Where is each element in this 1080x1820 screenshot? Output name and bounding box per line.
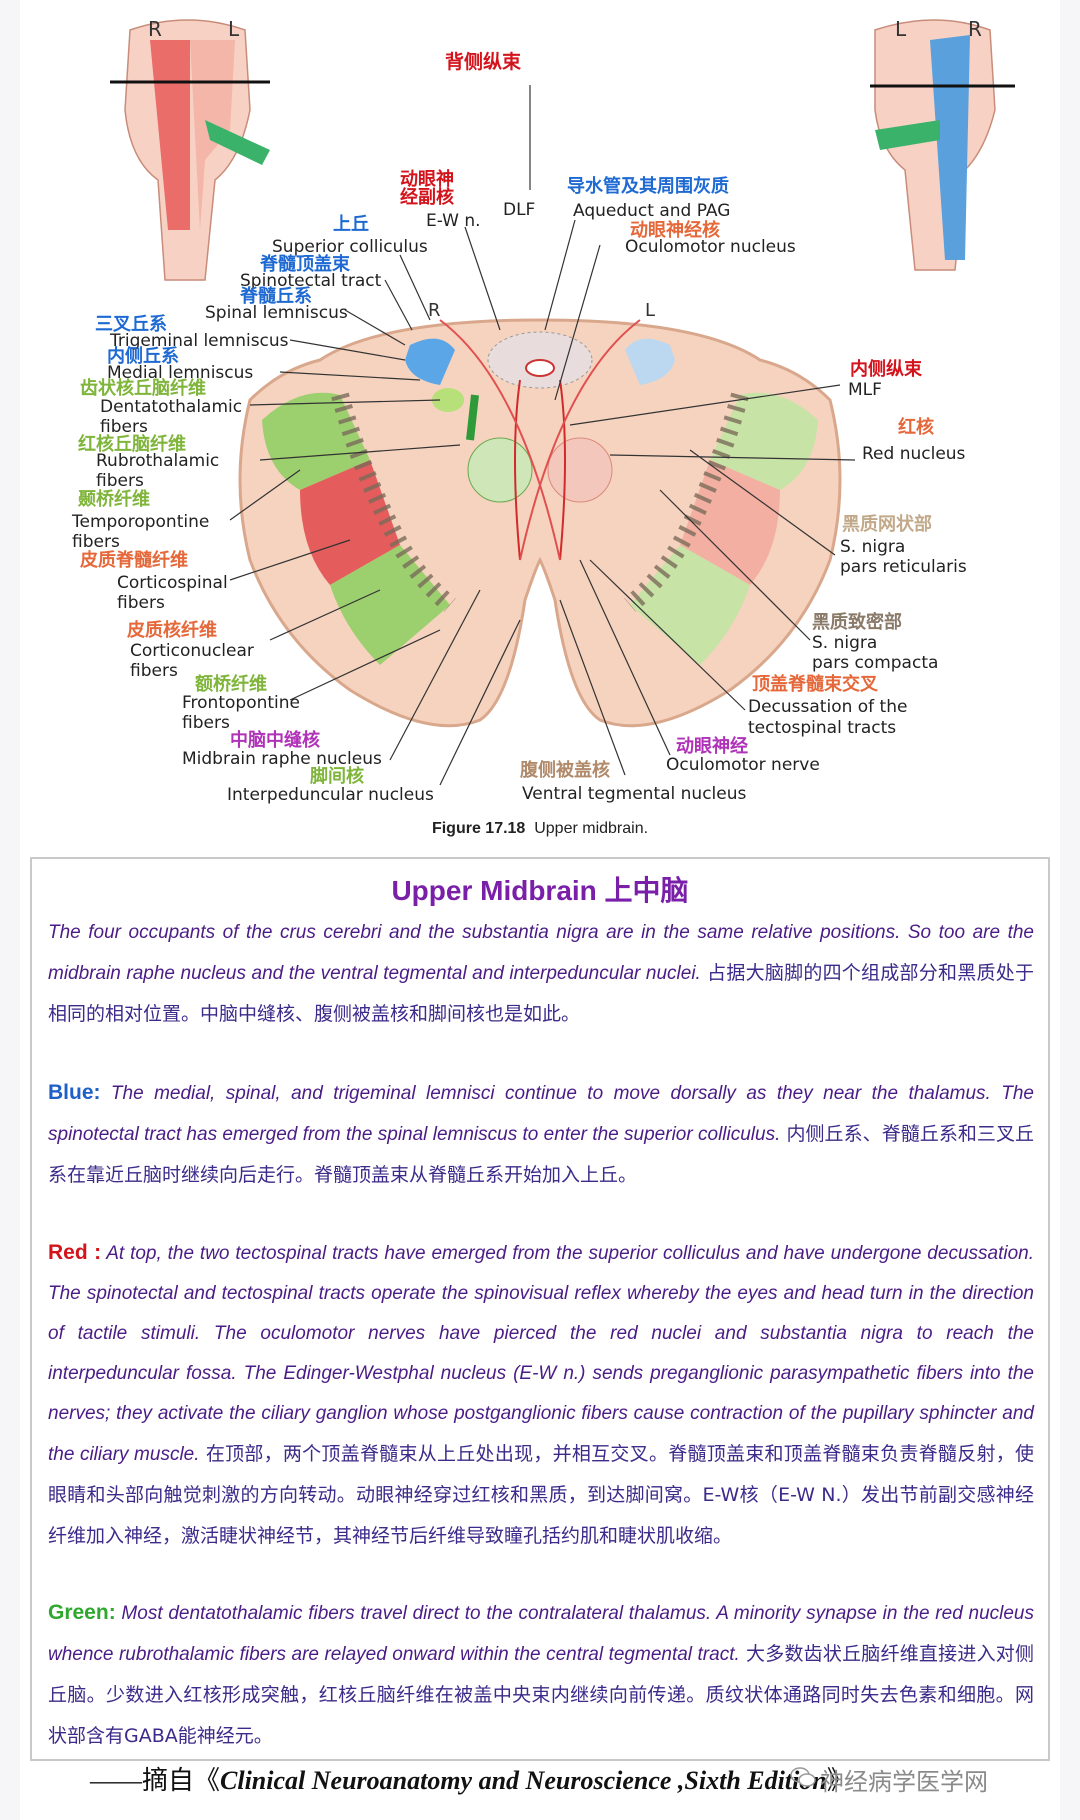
left-key-r: R xyxy=(148,17,162,41)
label-temporopontine-2: fibers xyxy=(72,532,120,552)
green-cn: 大多数齿状丘脑纤维直接进入对侧丘脑。少数进入红核形成突触，红核丘脑纤维在被盖中央… xyxy=(48,1643,1035,1747)
right-key-r: R xyxy=(968,17,982,41)
footer-suffix: 》 xyxy=(826,1766,853,1795)
wechat-icon xyxy=(790,1767,816,1787)
blue-en: The medial, spinal, and trigeminal lemni… xyxy=(48,1083,1034,1145)
label-dentatothalamic-cn: 齿状核丘脑纤维 xyxy=(80,377,206,399)
right-brainstem-key: L R xyxy=(870,17,1015,271)
label-snc-2: pars compacta xyxy=(812,653,938,673)
green-en: Most dentatothalamic fibers travel direc… xyxy=(48,1603,1034,1665)
label-temporopontine-cn: 颞桥纤维 xyxy=(77,488,150,510)
label-corticonuclear-2: fibers xyxy=(130,661,178,681)
label-vta: Ventral tegmental nucleus xyxy=(522,784,747,804)
label-spinotectal-cn: 脊髓顶盖束 xyxy=(259,253,351,275)
label-interpeduncular-cn: 脚间核 xyxy=(310,765,364,787)
label-oculomotor-nerve: Oculomotor nerve xyxy=(666,755,820,775)
label-frontopontine-1: Frontopontine xyxy=(182,693,300,713)
label-dlf: DLF xyxy=(503,200,535,220)
red-tag: Red : xyxy=(48,1241,102,1264)
footer-prefix: ——摘自《 xyxy=(90,1766,221,1795)
label-mlf-cn: 内侧纵束 xyxy=(850,358,923,380)
label-interpeduncular: Interpeduncular nucleus xyxy=(227,785,434,805)
blue-tag: Blue: xyxy=(48,1081,101,1104)
label-dentatothalamic-1: Dentatothalamic xyxy=(100,397,242,417)
label-trigeminal: Trigeminal lemniscus xyxy=(109,331,289,351)
label-medial-lemniscus-cn: 内侧丘系 xyxy=(107,345,179,367)
label-snc-1: S. nigra xyxy=(812,633,877,653)
left-key-l: L xyxy=(228,17,240,41)
red-cn: 在顶部，两个顶盖脊髓束从上丘处出现，并相互交叉。脊髓顶盖束和顶盖脊髓束负责脊髓反… xyxy=(48,1443,1034,1547)
label-oculomotor-nerve-cn: 动眼神经 xyxy=(676,735,748,757)
figure-labels: 背侧纵束 DLF 动眼神 经副核 E-W n. 导水管及其周围灰质 Aquedu… xyxy=(71,50,967,805)
label-snc-cn: 黑质致密部 xyxy=(812,611,902,633)
footer-book-title: Clinical Neuroanatomy and Neuroscience ,… xyxy=(220,1766,827,1795)
label-corticospinal-cn: 皮质脊髓纤维 xyxy=(80,549,188,571)
label-snr-2: pars reticularis xyxy=(840,557,967,577)
label-red-nucleus-cn: 红核 xyxy=(898,416,934,438)
label-corticospinal-2: fibers xyxy=(117,593,165,613)
label-sup-colliculus: Superior colliculus xyxy=(272,237,428,257)
label-trigeminal-cn: 三叉丘系 xyxy=(95,314,167,335)
right-key-l: L xyxy=(895,17,907,41)
midbrain-figure: R L L R xyxy=(71,17,1015,805)
watermark: 神经病学医学网 xyxy=(820,1768,988,1796)
label-snr-1: S. nigra xyxy=(840,537,905,557)
label-dentatothalamic-2: fibers xyxy=(100,417,148,437)
label-corticonuclear-cn: 皮质核纤维 xyxy=(127,619,217,641)
midbrain-section: R L xyxy=(238,300,842,728)
label-corticonuclear-1: Corticonuclear xyxy=(130,641,254,661)
green-paragraph: Green: Most dentatothalamic fibers trave… xyxy=(48,1593,1034,1757)
blue-paragraph: Blue: The medial, spinal, and trigeminal… xyxy=(48,1073,1034,1196)
label-ew-cn-1: 动眼神 xyxy=(400,168,454,190)
label-oculomotor-nucleus-cn: 动眼神经核 xyxy=(630,219,720,241)
label-frontopontine-cn: 额桥纤维 xyxy=(195,673,267,695)
label-mlf: MLF xyxy=(848,380,882,400)
leader-lines xyxy=(229,85,856,786)
box-title: Upper Midbrain 上中脑 xyxy=(391,875,689,906)
label-rubrothalamic-2: fibers xyxy=(96,471,144,491)
label-spinotectal: Spinotectal tract xyxy=(240,271,382,291)
label-aqueduct: Aqueduct and PAG xyxy=(573,201,730,221)
label-ew: E-W n. xyxy=(426,211,481,231)
red-paragraph: Red : At top, the two tectospinal tracts… xyxy=(48,1233,1034,1557)
label-dlf-cn: 背侧纵束 xyxy=(445,50,522,73)
intro-en: The four occupants of the crus cerebri a… xyxy=(48,922,1034,984)
label-vta-cn: 腹侧被盖核 xyxy=(520,759,610,781)
section-side-l: L xyxy=(645,300,655,321)
label-medial-lemniscus: Medial lemniscus xyxy=(107,363,253,383)
label-red-nucleus: Red nucleus xyxy=(862,444,966,464)
source-footer: ——摘自《Clinical Neuroanatomy and Neuroscie… xyxy=(90,1760,853,1797)
label-snr-cn: 黑质网状部 xyxy=(842,513,932,535)
label-raphe-cn: 中脑中缝核 xyxy=(230,729,320,751)
left-brainstem-key: R L xyxy=(110,17,270,281)
label-oculomotor-nucleus: Oculomotor nucleus xyxy=(625,237,796,257)
label-decussation-cn: 顶盖脊髓束交叉 xyxy=(752,673,879,695)
red-en: At top, the two tectospinal tracts have … xyxy=(48,1243,1034,1465)
label-frontopontine-2: fibers xyxy=(182,713,230,733)
summary-box: Upper Midbrain 上中脑 The four occupants of… xyxy=(30,857,1050,1761)
label-corticospinal-1: Corticospinal xyxy=(117,573,228,593)
label-spinal-lemniscus: Spinal lemniscus xyxy=(205,303,348,323)
label-rubrothalamic-cn: 红核丘脑纤维 xyxy=(78,433,186,455)
blue-cn: 内侧丘系、脊髓丘系和三叉丘系在靠近丘脑时继续向后走行。脊髓顶盖束从脊髓丘系开始加… xyxy=(48,1123,1034,1186)
label-decussation-1: Decussation of the xyxy=(748,697,907,717)
label-temporopontine-1: Temporopontine xyxy=(71,512,209,532)
label-rubrothalamic-1: Rubrothalamic xyxy=(96,451,219,471)
label-ew-cn-2: 经副核 xyxy=(400,186,454,208)
label-sup-colliculus-cn: 上丘 xyxy=(333,214,369,235)
label-aqueduct-cn: 导水管及其周围灰质 xyxy=(567,175,729,197)
label-spinal-lemniscus-cn: 脊髓丘系 xyxy=(239,285,312,307)
section-side-r: R xyxy=(428,300,441,321)
intro-cn: 占据大脑脚的四个组成部分和黑质处于相同的相对位置。中脑中缝核、腹侧被盖核和脚间核… xyxy=(48,962,1034,1025)
label-raphe: Midbrain raphe nucleus xyxy=(182,749,382,769)
figure-caption: Figure 17.18 Upper midbrain. xyxy=(0,820,1080,838)
green-tag: Green: xyxy=(48,1601,116,1624)
intro-paragraph: The four occupants of the crus cerebri a… xyxy=(48,913,1034,1035)
figure-caption-text: Upper midbrain. xyxy=(534,820,649,837)
figure-caption-number: Figure 17.18 xyxy=(431,820,526,837)
label-decussation-2: tectospinal tracts xyxy=(748,718,896,738)
